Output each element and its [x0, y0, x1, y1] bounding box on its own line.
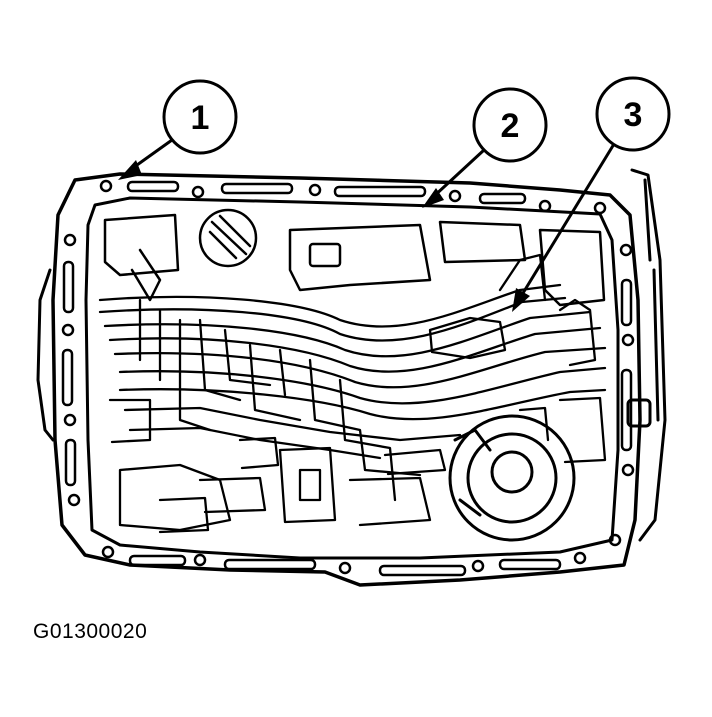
- callout-3-leader: [518, 143, 616, 299]
- callout-2-number: 2: [501, 107, 520, 145]
- callout-2: 2: [422, 87, 548, 208]
- callout-3: 3: [512, 76, 671, 312]
- side-bolt: [626, 398, 652, 428]
- side-bracket: [630, 168, 667, 542]
- upper-chambers: [103, 208, 606, 307]
- bolt-holes: [61, 179, 635, 575]
- fluid-passages: [98, 253, 607, 534]
- callout-2-leader: [430, 148, 486, 200]
- gasket-outer-outline: [51, 172, 642, 587]
- callout-1: 1: [118, 79, 238, 180]
- figure-id-label: G01300020: [33, 620, 148, 643]
- left-flange: [36, 268, 55, 442]
- gasket-inner-outline: [84, 196, 620, 560]
- callout-1-arrowhead: [118, 160, 142, 180]
- callout-1-number: 1: [191, 99, 210, 137]
- callout-3-arrowhead: [512, 288, 530, 312]
- gasket-slots: [61, 180, 633, 577]
- callout-3-number: 3: [624, 96, 643, 134]
- callout-2-arrowhead: [422, 188, 444, 208]
- accumulator-piston: [448, 414, 576, 542]
